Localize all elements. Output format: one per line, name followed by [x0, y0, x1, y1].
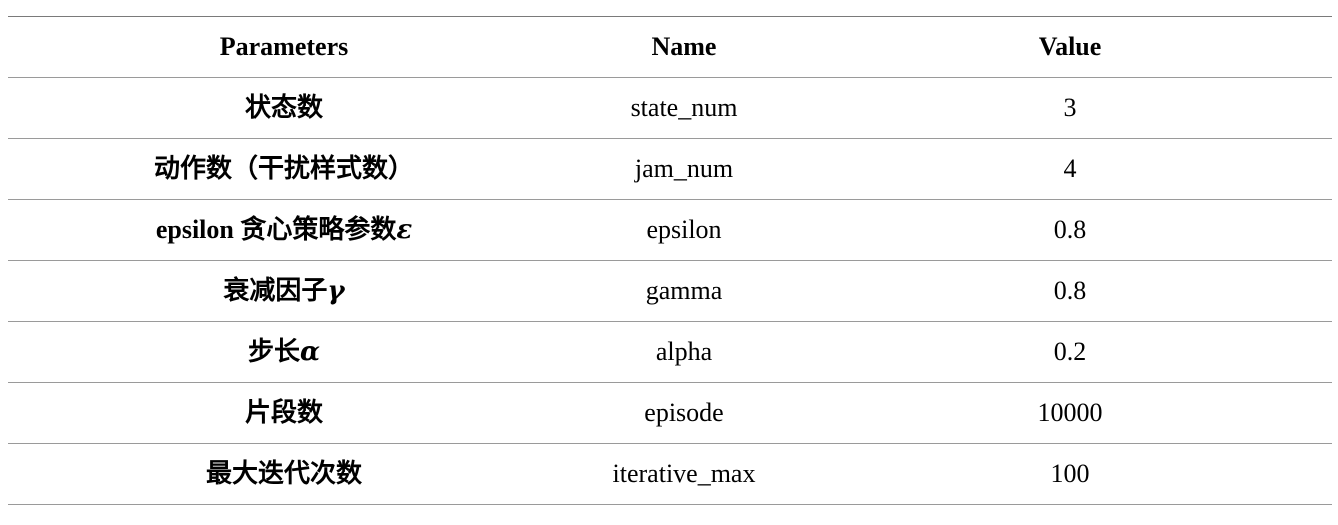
- value-cell: 4: [1063, 154, 1077, 183]
- param-label: 动作数（干扰样式数）: [153, 154, 414, 183]
- name-cell: iterative_max: [612, 459, 756, 488]
- header-parameters: Parameters: [219, 32, 349, 61]
- header-value: Value: [1038, 32, 1102, 61]
- name-cell: jam_num: [634, 154, 734, 183]
- param-label: 步长: [247, 337, 300, 366]
- param-label: 最大迭代次数: [205, 459, 362, 488]
- param-label: 状态数: [244, 93, 323, 122]
- name-cell: epsilon: [646, 215, 722, 244]
- table-row: 动作数（干扰样式数） jam_num 4: [8, 139, 1332, 200]
- table-row: 状态数 state_num 3: [8, 78, 1332, 139]
- table-row: 片段数 episode 10000: [8, 383, 1332, 444]
- table-body: 状态数 state_num 3 动作数（干扰样式数） jam_num 4 eps…: [8, 78, 1332, 505]
- value-cell: 0.8: [1053, 276, 1087, 305]
- name-cell: gamma: [645, 276, 723, 305]
- parameter-table: Parameters Name Value 状态数 state_num 3 动作…: [8, 16, 1332, 505]
- table-row: epsilon 贪心策略参数ε epsilon 0.8: [8, 200, 1332, 261]
- param-symbol: α: [300, 337, 321, 367]
- table-row: 步长α alpha 0.2: [8, 322, 1332, 383]
- param-symbol: γ: [327, 276, 345, 306]
- parameter-table-container: Parameters Name Value 状态数 state_num 3 动作…: [8, 16, 1332, 505]
- value-cell: 10000: [1037, 398, 1103, 427]
- header-row: Parameters Name Value: [8, 16, 1332, 78]
- value-cell: 100: [1050, 459, 1090, 488]
- value-cell: 0.8: [1053, 215, 1087, 244]
- value-cell: 0.2: [1053, 337, 1087, 366]
- param-cell: 衰减因子γ: [8, 261, 560, 322]
- name-cell: episode: [644, 398, 724, 427]
- value-cell: 3: [1063, 93, 1077, 122]
- param-cell: 步长α: [8, 322, 560, 383]
- param-label: 片段数: [244, 398, 323, 427]
- param-cell: 动作数（干扰样式数）: [8, 139, 560, 200]
- param-cell: 片段数: [8, 383, 560, 444]
- name-cell: state_num: [630, 93, 738, 122]
- name-cell: alpha: [655, 337, 713, 366]
- table-row: 衰减因子γ gamma 0.8: [8, 261, 1332, 322]
- header-name: Name: [651, 32, 717, 61]
- param-label: 衰减因子: [223, 276, 328, 305]
- param-cell: 状态数: [8, 78, 560, 139]
- table-header: Parameters Name Value: [8, 16, 1332, 78]
- param-symbol: ε: [396, 215, 413, 245]
- param-cell: 最大迭代次数: [8, 444, 560, 505]
- table-row: 最大迭代次数 iterative_max 100: [8, 444, 1332, 505]
- param-cell: epsilon 贪心策略参数ε: [8, 200, 560, 261]
- param-label: epsilon 贪心策略参数: [155, 215, 397, 244]
